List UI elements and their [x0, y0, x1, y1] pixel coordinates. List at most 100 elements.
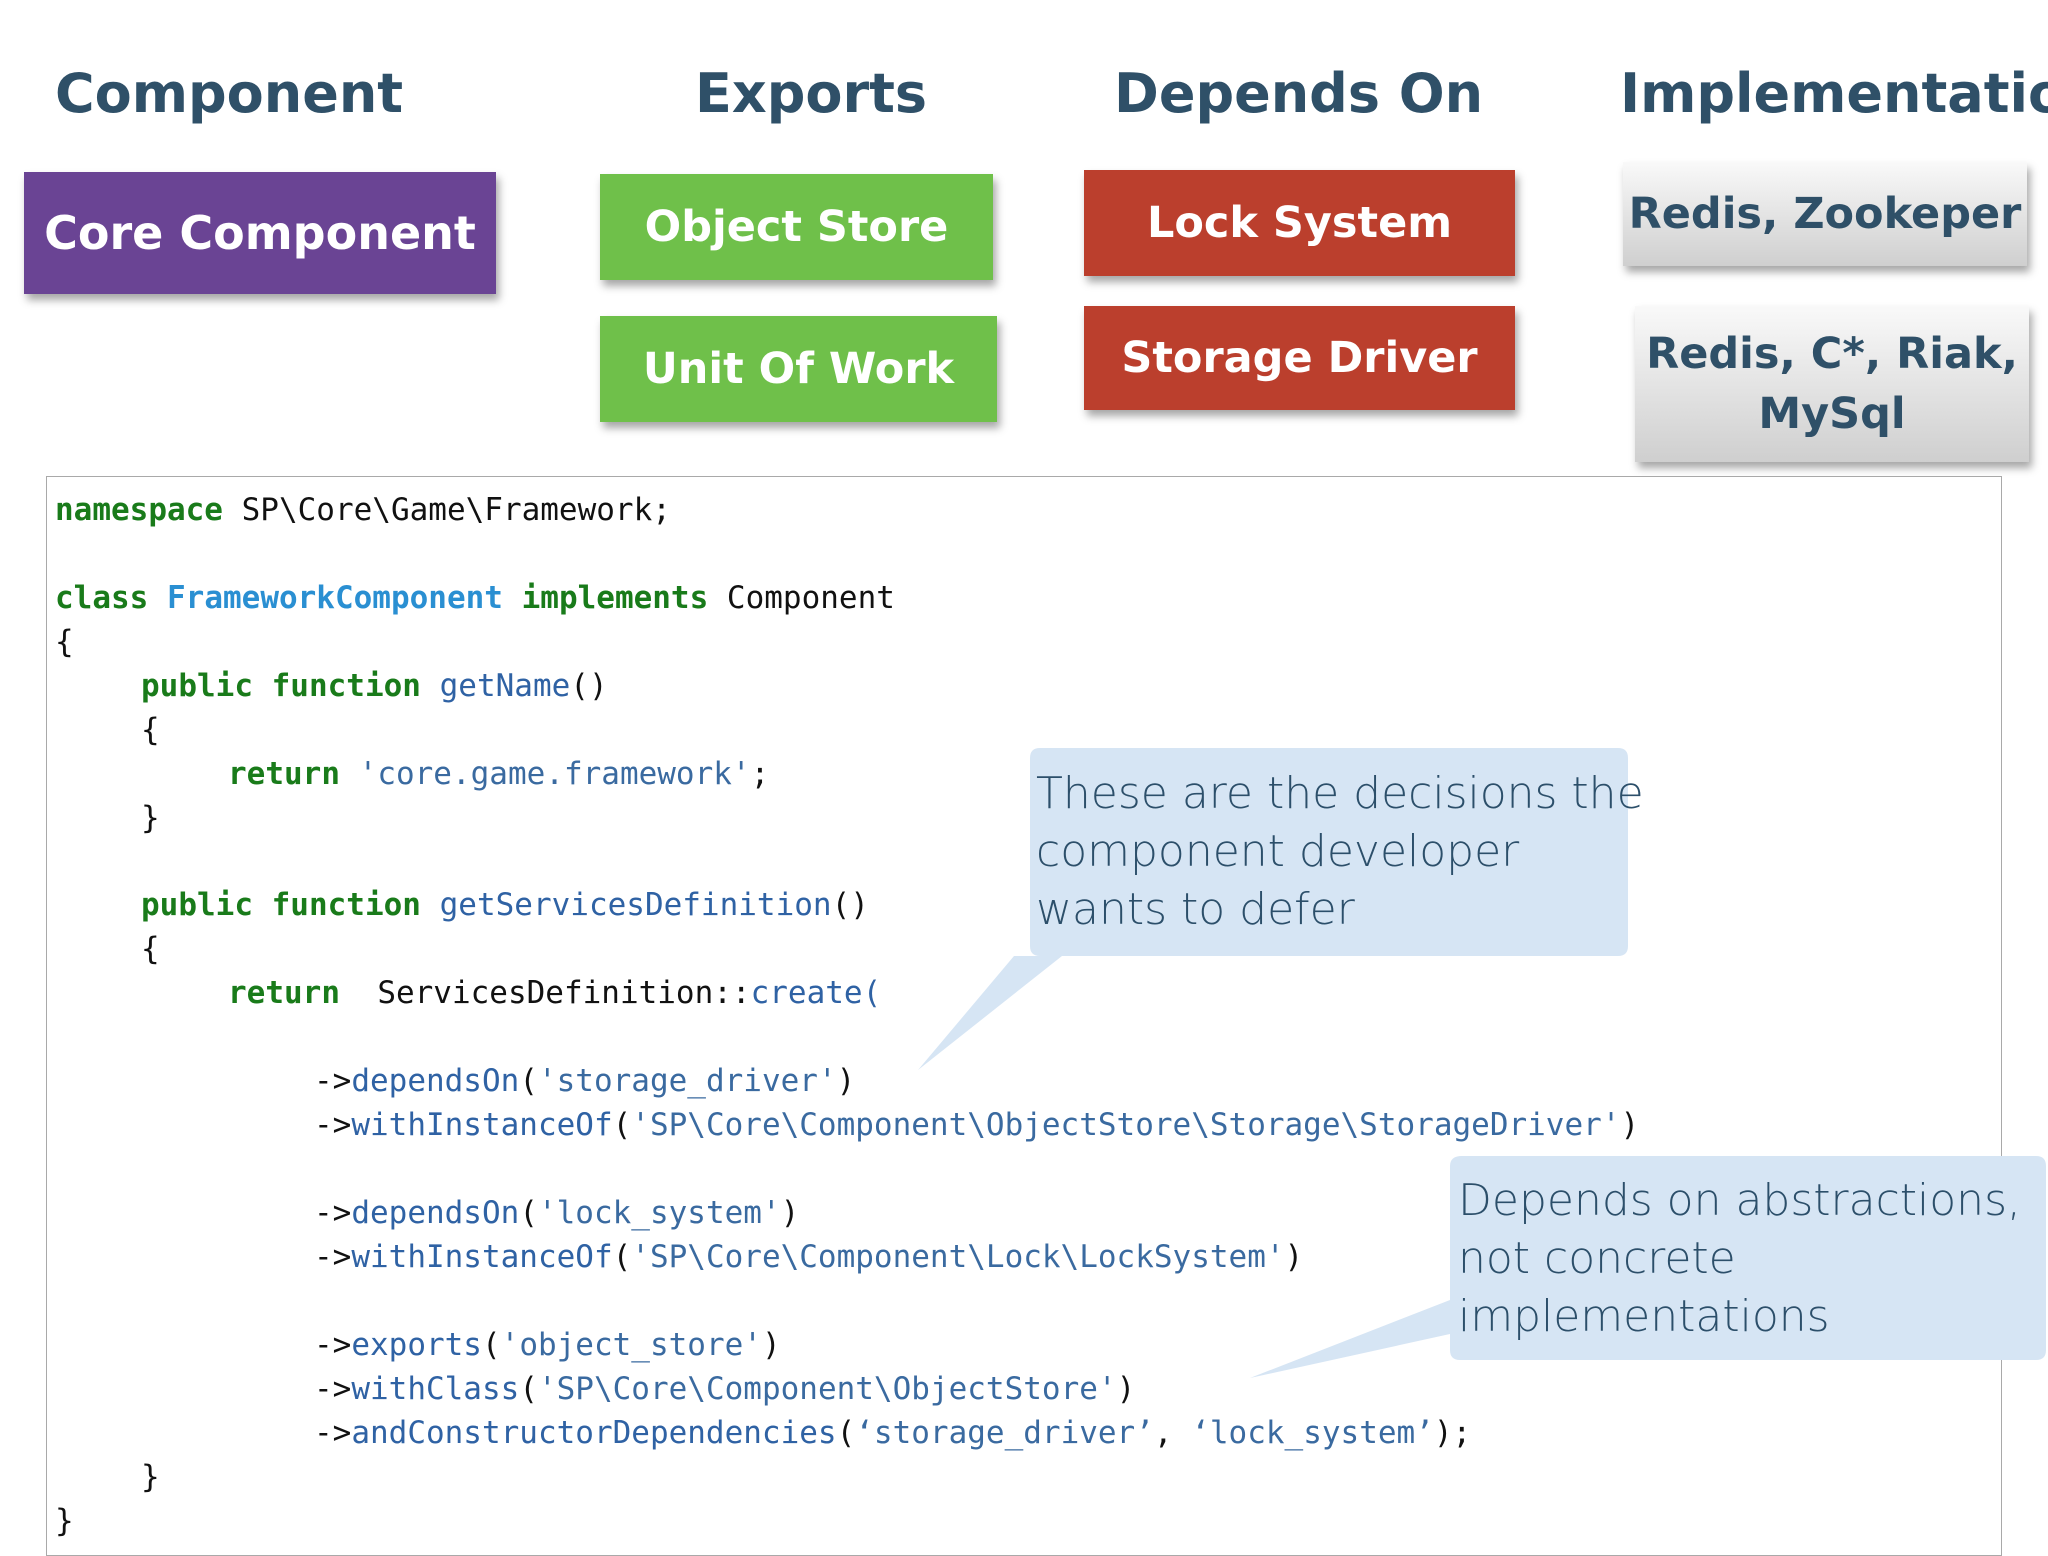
callout-abstractions-line2: not concrete	[1458, 1233, 1736, 1284]
impl-storage-box: Redis, C*, Riak, MySql	[1635, 306, 2029, 462]
code-string: ‘lock_system’	[1191, 1415, 1434, 1451]
code-text: )	[1284, 1239, 1304, 1275]
code-arrow: ->	[314, 1327, 352, 1363]
code-line-class-close: }	[55, 1501, 74, 1541]
code-string: 'object_store'	[500, 1327, 762, 1363]
code-text: )	[1116, 1371, 1136, 1407]
code-text: Component	[708, 580, 895, 616]
code-text: )	[780, 1195, 800, 1231]
core-component-box: Core Component	[24, 172, 496, 294]
impl-storage-line1: Redis, C*, Riak,	[1646, 329, 2018, 379]
code-line-getname-close: }	[141, 798, 160, 838]
object-store-box: Object Store	[600, 174, 993, 280]
callout-defer-line3: wants to defer	[1036, 884, 1355, 935]
code-text: ()	[570, 668, 608, 704]
code-line-depends-lock: ->dependsOn('lock_system')	[314, 1193, 799, 1233]
impl-storage-line2: MySql	[1758, 389, 1906, 439]
code-brace: }	[141, 800, 160, 836]
code-line-exports: ->exports('object_store')	[314, 1325, 781, 1365]
code-function-name: withInstanceOf	[351, 1239, 613, 1275]
code-brace: {	[141, 712, 160, 748]
code-text: )	[761, 1327, 781, 1363]
code-text: (	[519, 1195, 538, 1231]
impl-lock-box: Redis, Zookeper	[1623, 162, 2027, 266]
heading-exports: Exports	[695, 62, 928, 125]
code-keyword: implements	[521, 580, 709, 616]
code-arrow: ->	[314, 1107, 352, 1143]
code-function-name: withInstanceOf	[351, 1107, 613, 1143]
code-panel	[46, 476, 2002, 1556]
callout-abstractions-line1: Depends on abstractions,	[1458, 1175, 2021, 1226]
callout-defer-line2: component developer	[1036, 826, 1520, 877]
code-class-name: FrameworkComponent	[167, 580, 503, 616]
code-line-class-open: {	[55, 622, 74, 662]
code-brace: {	[55, 624, 74, 660]
code-keyword: public function	[141, 668, 421, 704]
code-text: (	[612, 1107, 632, 1143]
code-text: );	[1433, 1415, 1472, 1451]
code-line-depends-storage: ->dependsOn('storage_driver')	[314, 1061, 855, 1101]
callout-abstractions-text: Depends on abstractions, not concrete im…	[1458, 1172, 2021, 1346]
storage-driver-box: Storage Driver	[1084, 306, 1515, 410]
code-line-with-class: ->withClass('SP\Core\Component\ObjectSto…	[314, 1369, 1135, 1409]
code-text: ServicesDefinition::	[377, 975, 751, 1011]
code-text: )	[836, 1063, 856, 1099]
code-arrow: ->	[314, 1195, 352, 1231]
code-arrow: ->	[314, 1371, 352, 1407]
code-function-name: getName	[439, 668, 571, 704]
code-function-name: getServicesDefinition	[439, 887, 832, 923]
unit-of-work-box: Unit Of Work	[600, 316, 997, 422]
code-arrow: ->	[314, 1415, 352, 1451]
code-text: (	[612, 1239, 632, 1275]
code-text: (	[519, 1063, 538, 1099]
code-line-getservices-close: }	[141, 1457, 160, 1497]
code-brace: {	[141, 931, 160, 967]
code-brace: }	[141, 1459, 160, 1495]
code-string: 'core.game.framework'	[358, 756, 751, 792]
heading-component: Component	[55, 62, 404, 125]
code-text: SP\Core\Game\Framework;	[222, 492, 671, 528]
code-line-getname-open: {	[141, 710, 160, 750]
code-string: 'SP\Core\Component\ObjectStore\Storage\S…	[631, 1107, 1621, 1143]
heading-implementations: Implementations	[1620, 62, 2048, 125]
code-line-return-services: return ServicesDefinition::create(	[228, 973, 881, 1013]
code-string: ‘storage_driver’	[855, 1415, 1154, 1451]
lock-system-box: Lock System	[1084, 170, 1515, 276]
code-function-name: andConstructorDependencies	[351, 1415, 837, 1451]
code-line-class: class FrameworkComponent implements Comp…	[55, 578, 895, 618]
code-text: ()	[831, 887, 869, 923]
code-keyword: namespace	[55, 492, 223, 528]
callout-defer-shape	[918, 748, 1628, 1070]
code-function-name: exports	[351, 1327, 482, 1363]
code-line-instance-storage: ->withInstanceOf('SP\Core\Component\Obje…	[314, 1105, 1639, 1145]
callout-defer-line1: These are the decisions the	[1036, 768, 1644, 819]
code-function-name: dependsOn	[351, 1063, 520, 1099]
code-arrow: ->	[314, 1063, 352, 1099]
code-keyword: class	[55, 580, 149, 616]
code-text: (	[836, 1415, 856, 1451]
code-line-instance-lock: ->withInstanceOf('SP\Core\Component\Lock…	[314, 1237, 1303, 1277]
callout-defer-text: These are the decisions the component de…	[1036, 765, 1644, 939]
code-line-ctor-deps: ->andConstructorDependencies(‘storage_dr…	[314, 1413, 1471, 1453]
code-string: 'SP\Core\Component\ObjectStore'	[537, 1371, 1117, 1407]
code-line-getservices: public function getServicesDefinition()	[141, 885, 869, 925]
callout-abstractions-shape	[1250, 1156, 2046, 1378]
code-keyword: return	[228, 756, 340, 792]
code-arrow: ->	[314, 1239, 352, 1275]
code-keyword: return	[228, 975, 340, 1011]
heading-depends-on: Depends On	[1114, 62, 1484, 125]
code-keyword: public function	[141, 887, 421, 923]
code-function-name: dependsOn	[351, 1195, 520, 1231]
code-function-name: withClass	[351, 1371, 520, 1407]
code-text: (	[481, 1327, 501, 1363]
code-line-return-name: return 'core.game.framework';	[228, 754, 769, 794]
code-string: 'storage_driver'	[537, 1063, 837, 1099]
code-text: ,	[1153, 1415, 1192, 1451]
code-text: )	[1620, 1107, 1640, 1143]
code-string: 'SP\Core\Component\Lock\LockSystem'	[631, 1239, 1285, 1275]
code-string: 'lock_system'	[537, 1195, 781, 1231]
code-text: (	[519, 1371, 538, 1407]
code-line-getname: public function getName()	[141, 666, 608, 706]
code-line-namespace: namespace SP\Core\Game\Framework;	[55, 490, 671, 530]
